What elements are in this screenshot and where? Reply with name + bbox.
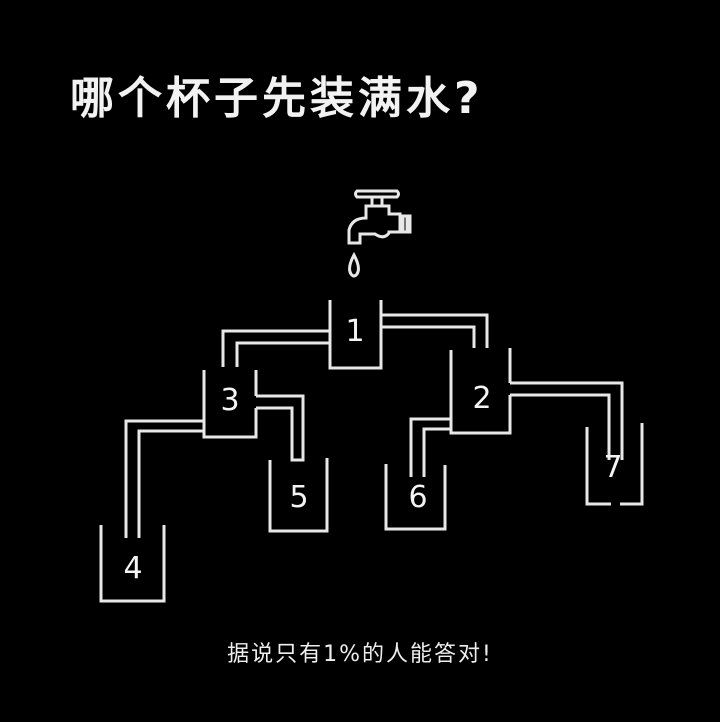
- cup-label: 1: [345, 314, 364, 349]
- cup-label: 7: [603, 450, 622, 485]
- cup-2: 2: [409, 348, 624, 477]
- cup-label: 5: [289, 480, 308, 515]
- cup-label: 3: [220, 383, 239, 418]
- cup-6: 6: [384, 464, 447, 531]
- faucet-icon: [347, 189, 412, 245]
- cup-1: 1: [221, 300, 489, 370]
- cup-label: 6: [408, 480, 427, 515]
- cup-3: 3: [124, 370, 305, 538]
- cup-5: 5: [268, 458, 329, 533]
- cup-label: 2: [472, 381, 491, 416]
- water-drop-icon: [348, 251, 360, 278]
- cup-7: 7: [585, 423, 644, 506]
- question-title: 哪个杯子先装满水?: [70, 73, 484, 124]
- cup-4: 4: [99, 525, 166, 603]
- cup-label: 4: [123, 551, 142, 586]
- caption-text: 据说只有1%的人能答对!: [227, 642, 493, 667]
